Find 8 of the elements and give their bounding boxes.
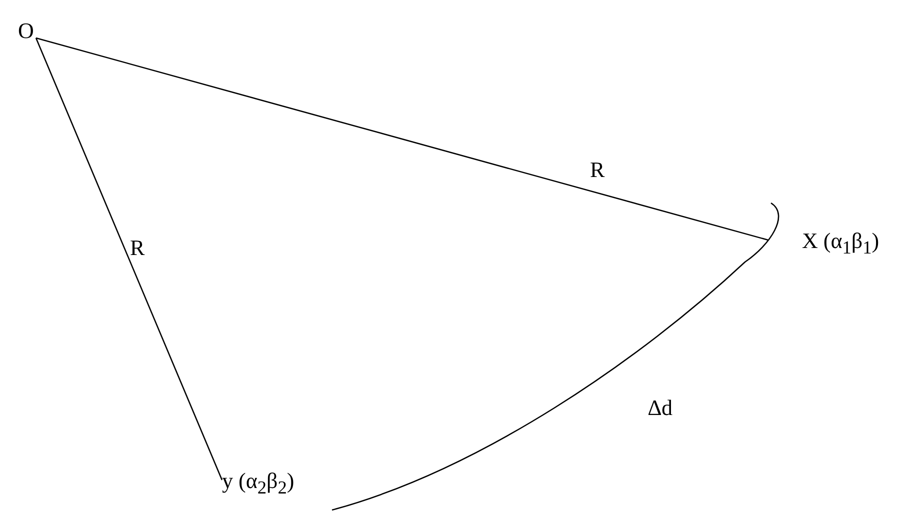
point-label: O [18,18,36,44]
edge-label: R [590,157,605,183]
arc-length-label: ∆d [648,395,672,421]
edge-label: R [130,235,145,261]
point-label: X (α$_{1}$β$_{1}$) [768,228,880,260]
radius-line [36,37,768,241]
radius-line [35,38,223,480]
point-label: y (α$_{2}$β$_{2}$) [222,468,298,500]
